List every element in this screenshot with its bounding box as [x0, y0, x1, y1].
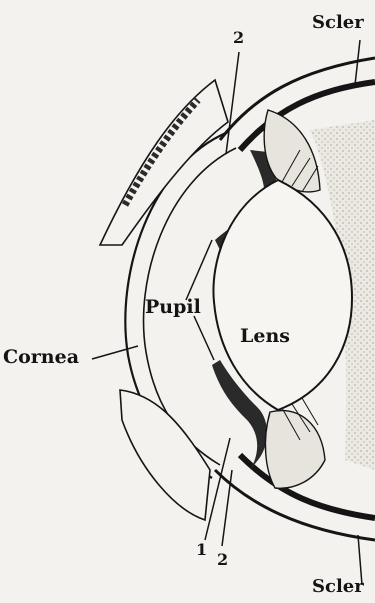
label-2-bottom: 2 — [217, 552, 228, 568]
leader-2-top — [226, 52, 239, 154]
label-sclera-bottom: Scler — [312, 578, 364, 596]
label-sclera-top: Scler — [312, 14, 364, 32]
label-2-top: 2 — [233, 30, 244, 46]
label-1-bottom: 1 — [196, 542, 207, 558]
leader-pupil-up — [186, 240, 212, 300]
lens — [213, 180, 352, 410]
label-lens: Lens — [240, 327, 290, 346]
leader-pupil-down — [194, 316, 214, 360]
label-cornea: Cornea — [3, 348, 79, 367]
upper-eyelid — [100, 80, 228, 245]
label-pupil: Pupil — [145, 298, 201, 317]
leader-cornea — [92, 346, 138, 359]
